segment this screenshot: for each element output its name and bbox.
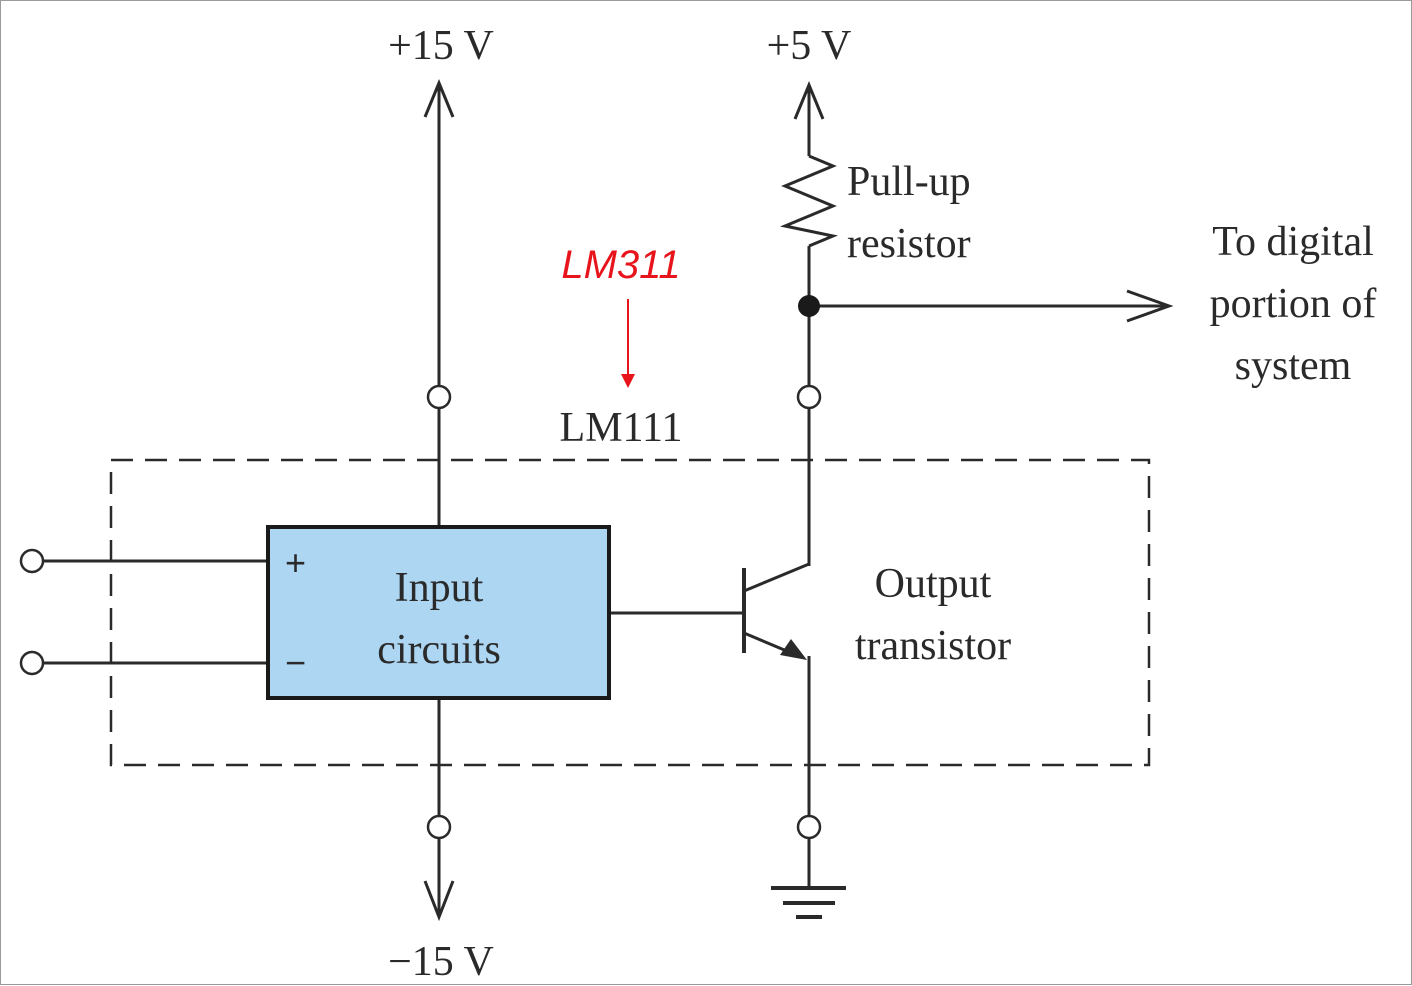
logic-supply-arrow (793, 81, 825, 120)
output-destination-line2: portion of (1209, 281, 1377, 327)
annotation-arrowhead (621, 374, 635, 388)
chip-name-label: LM111 (559, 405, 683, 451)
logic-supply-label: +5 V (766, 23, 852, 69)
output-destination-line1: To digital (1212, 219, 1374, 265)
positive-supply-label: +15 V (388, 23, 494, 69)
negative-supply-terminal (426, 814, 452, 840)
output-arrow (1126, 289, 1174, 323)
input-circuits-label-line2: circuits (377, 627, 501, 673)
chip-boundary (109, 458, 1151, 767)
input-circuits-label-line1: Input (394, 565, 484, 611)
ground-icon (771, 886, 846, 919)
lm311-annotation: LM311 (561, 243, 681, 287)
negative-supply-arrow (423, 880, 455, 922)
output-junction-dot (798, 295, 820, 317)
noninverting-input-terminal (19, 548, 45, 574)
positive-supply-terminal (426, 384, 452, 410)
output-transistor-label-line2: transistor (854, 623, 1012, 669)
pull-up-resistor-symbol (779, 154, 839, 248)
transistor-collector-lead (743, 562, 810, 593)
ground-terminal (796, 814, 822, 840)
inverting-sign: − (285, 642, 307, 683)
pull-up-resistor-label-line1: Pull-up (847, 159, 971, 205)
emitter-arrowhead (780, 639, 807, 660)
pull-up-resistor-label-line2: resistor (847, 221, 971, 267)
input-circuits-block (266, 525, 611, 700)
output-transistor-label-line1: Output (874, 561, 992, 607)
noninverting-sign: + (285, 542, 307, 583)
negative-supply-label: −15 V (388, 939, 494, 985)
collector-terminal (796, 384, 822, 410)
positive-supply-arrow (423, 79, 455, 118)
inverting-input-terminal (19, 650, 45, 676)
output-destination-line3: system (1234, 343, 1352, 389)
